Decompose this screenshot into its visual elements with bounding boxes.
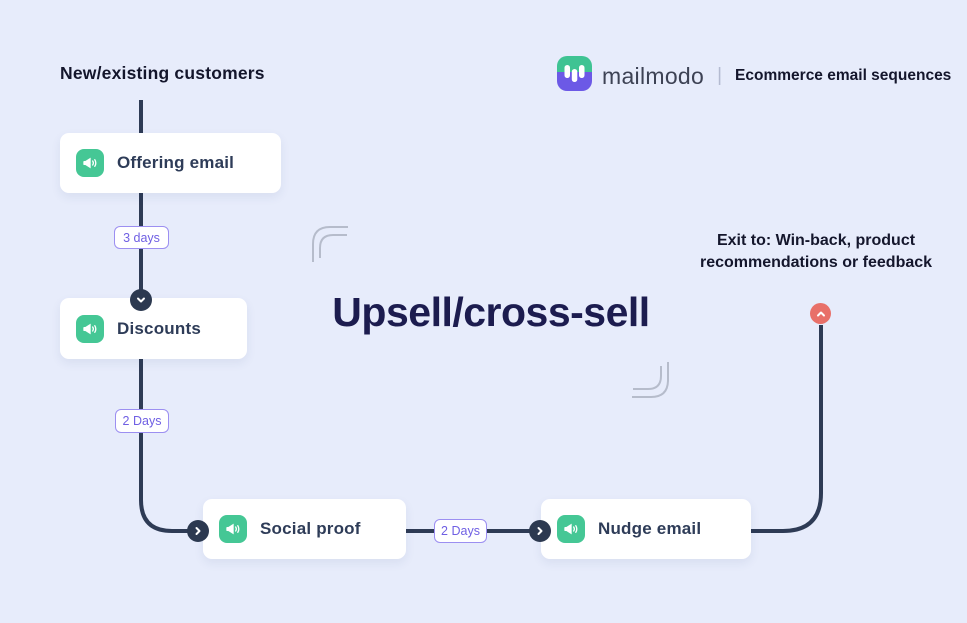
node-social-proof: Social proof	[203, 499, 406, 559]
node-label: Nudge email	[598, 519, 702, 538]
node-discounts: Discounts	[60, 298, 247, 359]
exit-note-line1: Exit to: Win-back, product	[716, 232, 916, 249]
megaphone-icon	[76, 314, 104, 343]
brand-wordmark: mailmodo	[602, 62, 705, 89]
megaphone-icon	[557, 515, 585, 543]
chevron-up-icon	[810, 303, 831, 324]
exit-note: Exit to: Win-back, product recommendatio…	[700, 230, 932, 274]
node-nudge-email: Nudge email	[541, 499, 751, 559]
chevron-down-icon	[130, 289, 152, 311]
chevron-right-icon	[529, 520, 551, 542]
exit-note-line2: recommendations or feedback	[699, 254, 933, 271]
flow-start-label: New/existing customers	[60, 63, 265, 83]
delay-badge-2-days: 2 Days	[434, 519, 487, 543]
delay-badge-3-days: 3 days	[114, 226, 169, 249]
chevron-right-icon	[187, 520, 209, 542]
mailmodo-logo-icon	[557, 56, 592, 96]
megaphone-icon	[219, 515, 247, 543]
flow-connector-path	[139, 100, 823, 533]
decorative-corner-bracket-top-left	[312, 226, 348, 262]
delay-badge-2-days: 2 Days	[115, 409, 169, 433]
node-label: Social proof	[260, 519, 361, 538]
flow-title: Upsell/cross-sell	[332, 289, 650, 335]
megaphone-icon	[76, 149, 104, 177]
node-label: Offering email	[117, 153, 235, 172]
decorative-corner-bracket-bottom-right	[632, 362, 669, 398]
brand-tagline: Ecommerce email sequences	[735, 67, 952, 84]
node-offering-email: Offering email	[60, 133, 281, 193]
node-label: Discounts	[117, 318, 201, 338]
brand-divider: |	[717, 65, 723, 86]
brand-header: mailmodo | Ecommerce email sequences	[557, 56, 951, 96]
